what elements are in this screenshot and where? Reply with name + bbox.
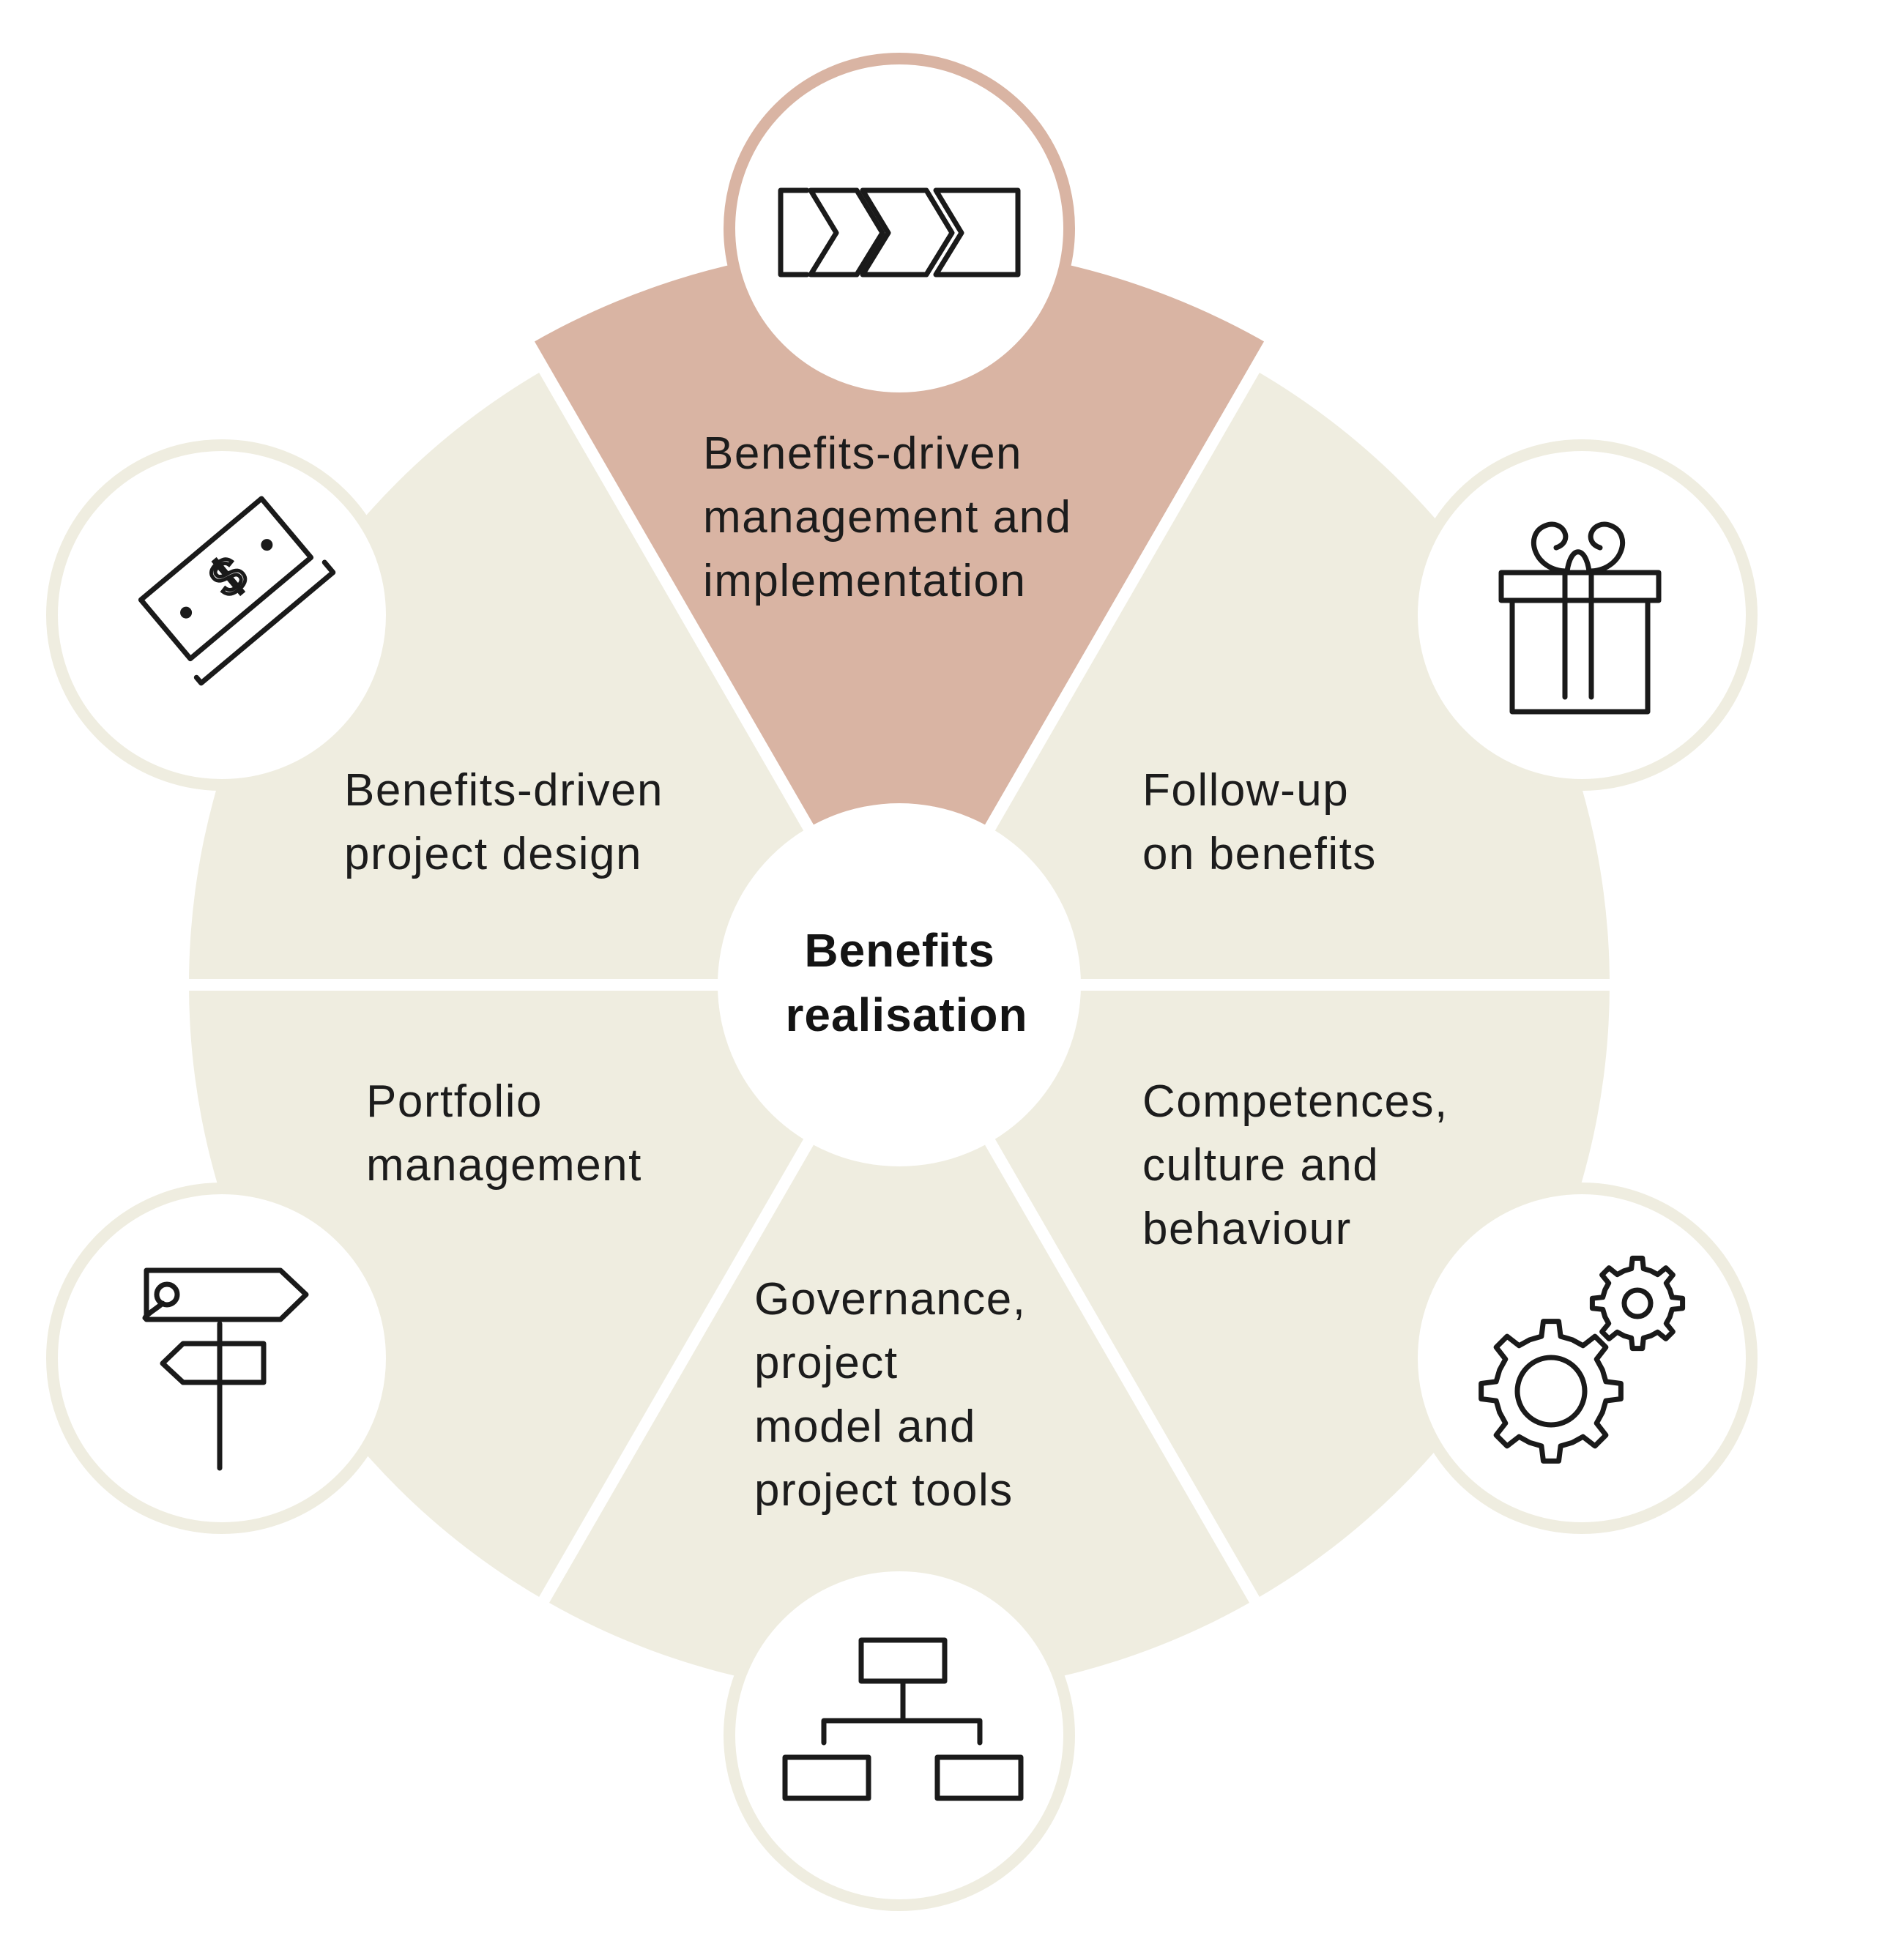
icon-badge-implementation[interactable]	[724, 53, 1075, 404]
center-label-line: Benefits	[804, 924, 995, 977]
segment-label-follow-up: Follow-up on benefits	[1142, 765, 1377, 879]
center-label: Benefits realisation	[785, 924, 1027, 1041]
icon-badge-governance[interactable]	[724, 1560, 1075, 1911]
segment-governance[interactable]	[544, 985, 1254, 1695]
icon-badge-portfolio[interactable]	[46, 1183, 398, 1534]
wheel	[189, 245, 1610, 1695]
icon-badge-follow-up[interactable]	[1406, 439, 1758, 791]
org-chart-icon	[782, 1637, 1024, 1801]
icon-badge-competences[interactable]	[1406, 1183, 1758, 1534]
icon-badge-project-design[interactable]: $	[46, 439, 398, 791]
center-circle	[718, 803, 1081, 1166]
chevron-process-icon	[778, 187, 1021, 278]
signpost-icon	[142, 1267, 309, 1471]
segment-label-project-design: Benefits-driven project design	[344, 765, 677, 879]
segment-label-implementation: Benefits-driven management and implement…	[703, 428, 1085, 606]
segment-label-governance: Governance, project model and project to…	[754, 1274, 1040, 1516]
segment-implementation[interactable]	[529, 245, 1269, 985]
gift-icon	[1498, 521, 1662, 715]
center-label-line: realisation	[785, 988, 1027, 1041]
segment-label-competences: Competences, culture and behaviour	[1142, 1076, 1462, 1254]
gears-icon	[1479, 1255, 1686, 1464]
segment-label-portfolio: Portfolio management	[366, 1076, 642, 1191]
